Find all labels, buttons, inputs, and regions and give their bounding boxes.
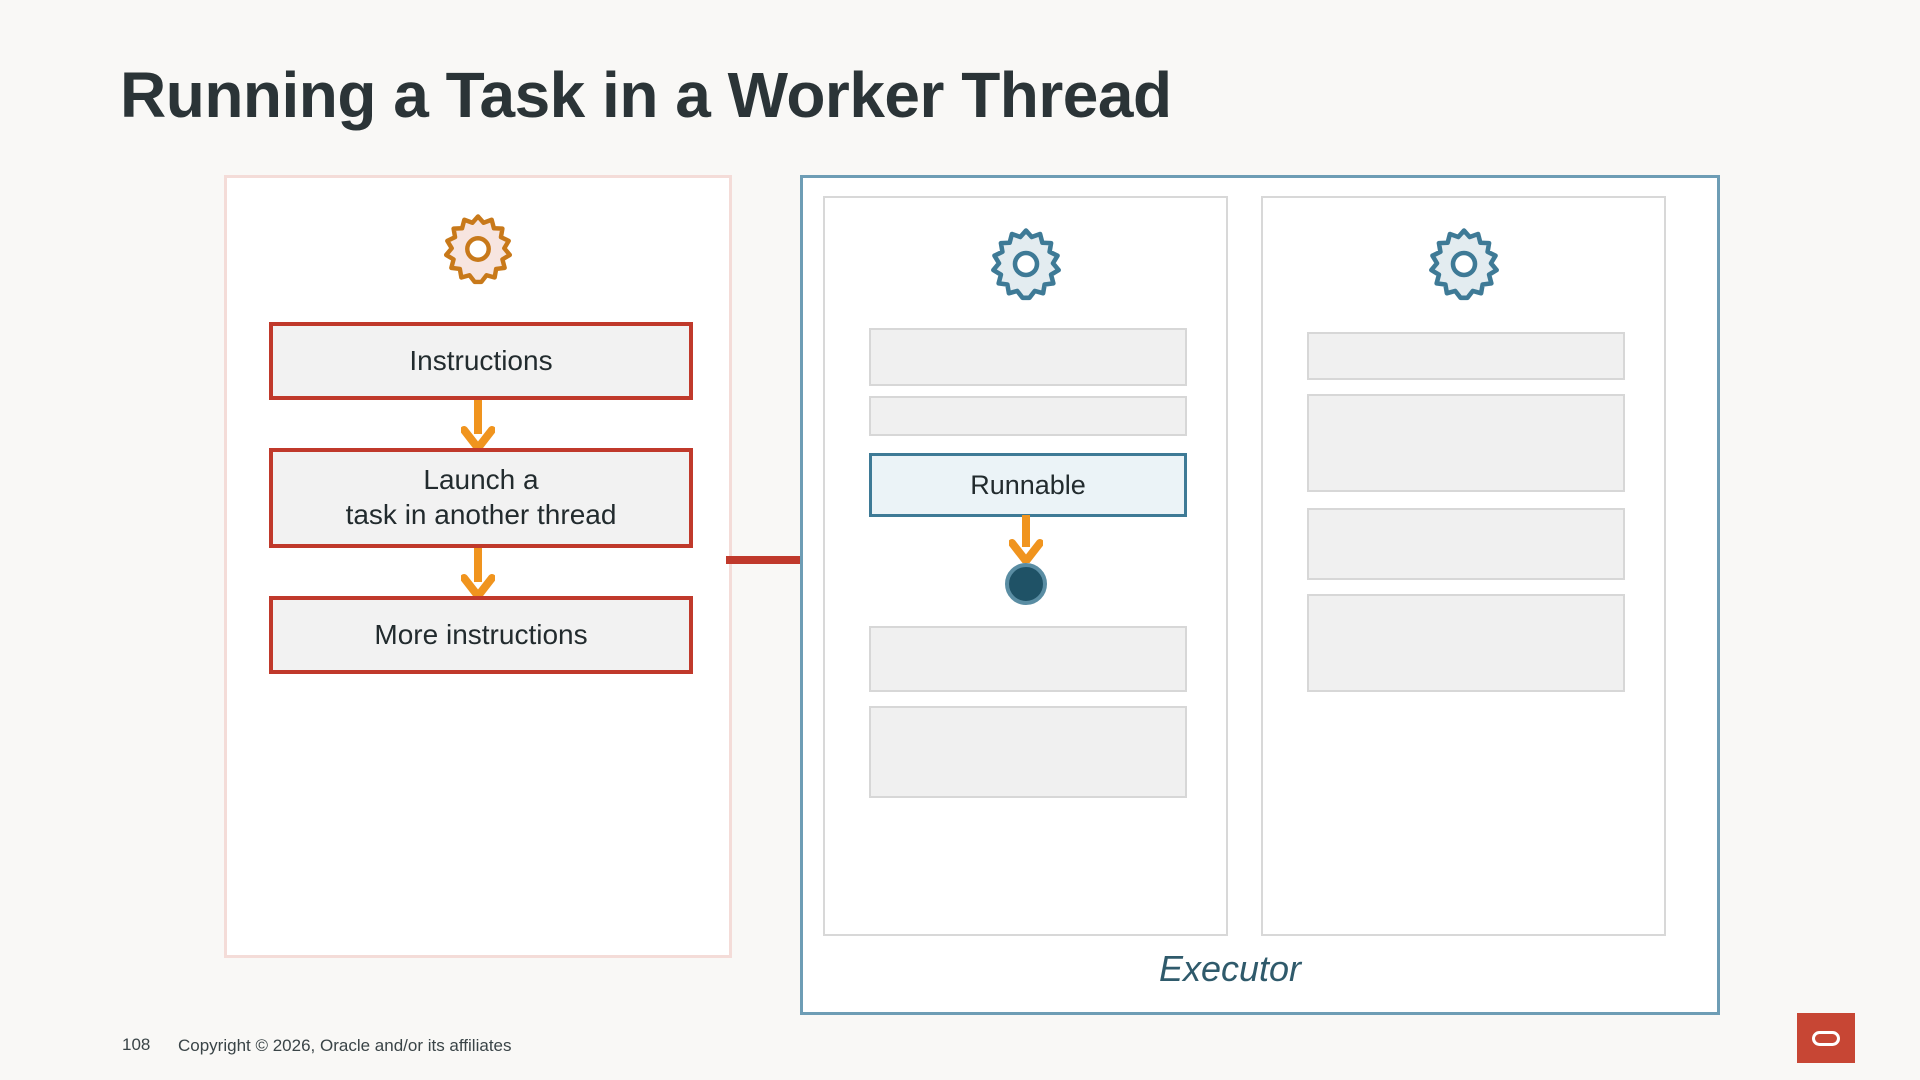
process-box-label: Launch a task in another thread xyxy=(346,463,617,532)
task-slot-placeholder xyxy=(869,706,1187,798)
process-box-label-line1: Launch a xyxy=(423,464,539,496)
task-slot-placeholder xyxy=(869,396,1187,436)
task-slot-placeholder xyxy=(1307,332,1625,380)
runnable-task-label: Runnable xyxy=(970,469,1086,500)
flow-arrow-down-icon xyxy=(460,548,496,600)
flow-arrow-down-icon xyxy=(1007,515,1044,565)
process-box-label-line2: task in another thread xyxy=(345,499,617,530)
process-box-more-instructions: More instructions xyxy=(269,596,693,674)
gear-icon xyxy=(441,212,515,291)
page-title: Running a Task in a Worker Thread xyxy=(120,59,1172,131)
process-box-label: More instructions xyxy=(374,618,588,650)
caller-thread-panel: Instructions Launch a task in another th… xyxy=(224,175,732,958)
executor-label: Executor xyxy=(1158,948,1302,989)
runnable-task-box: Runnable xyxy=(869,453,1187,517)
task-slot-placeholder xyxy=(869,328,1187,386)
page-number: 108 xyxy=(122,1035,151,1054)
task-slot-placeholder xyxy=(869,626,1187,692)
task-slot-placeholder xyxy=(1307,508,1625,580)
executor-panel: Runnable Executor xyxy=(800,175,1720,1015)
oracle-logo-icon xyxy=(1797,1013,1855,1063)
process-box-label: Instructions xyxy=(409,344,553,376)
task-slot-placeholder xyxy=(1307,594,1625,692)
process-box-instructions: Instructions xyxy=(269,322,693,400)
flow-arrow-down-icon xyxy=(460,400,496,452)
worker-thread-column-2 xyxy=(1261,196,1666,936)
oracle-logo-mark xyxy=(1812,1030,1840,1046)
gear-icon xyxy=(988,226,1064,307)
gear-icon xyxy=(1426,226,1502,307)
copyright-text: Copyright © 2026, Oracle and/or its affi… xyxy=(178,1036,512,1055)
worker-thread-column-1: Runnable xyxy=(823,196,1228,936)
process-box-launch-task: Launch a task in another thread xyxy=(269,448,693,548)
task-completion-dot xyxy=(1004,563,1047,605)
task-slot-placeholder xyxy=(1307,394,1625,492)
